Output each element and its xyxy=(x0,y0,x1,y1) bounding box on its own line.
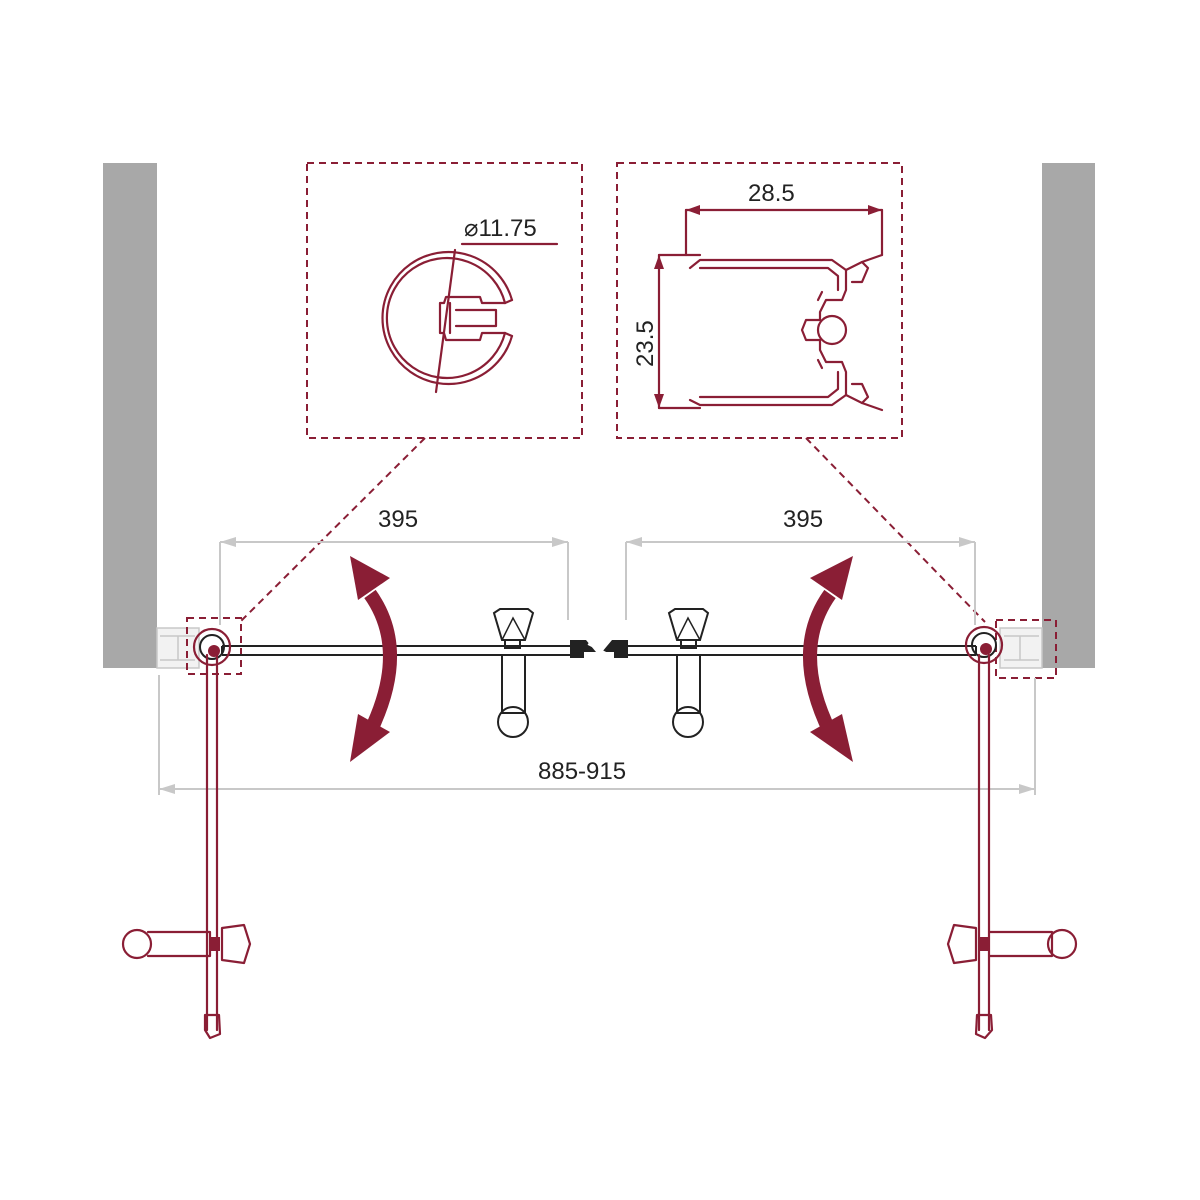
hinge-cross-section xyxy=(381,242,559,394)
hinge-callout-box xyxy=(186,617,242,675)
total-width-dimension xyxy=(158,675,1036,795)
hinge-callout-line xyxy=(239,437,426,623)
profile-callout-line xyxy=(805,437,986,623)
left-open-door xyxy=(121,653,252,1040)
right-open-door xyxy=(946,653,1078,1040)
right-swing-arrow xyxy=(803,556,853,762)
diameter-label: ⌀11.75 xyxy=(464,215,537,242)
right-door-width-label: 395 xyxy=(783,506,823,533)
left-door-dimension xyxy=(219,537,569,625)
profile-height-label: 23.5 xyxy=(632,320,659,367)
left-door-handle xyxy=(492,608,535,738)
diameter-line xyxy=(434,248,457,394)
profile-detail-box xyxy=(616,162,903,439)
magnetic-seal xyxy=(570,640,628,658)
left-hinge xyxy=(192,627,232,667)
left-wall xyxy=(103,163,157,668)
right-wall-profile xyxy=(999,627,1043,669)
left-door-width-label: 395 xyxy=(378,506,418,533)
hinge-detail-box xyxy=(306,162,583,439)
right-door-dimension xyxy=(625,537,976,625)
right-door-handle xyxy=(667,608,710,738)
right-wall xyxy=(1042,163,1095,668)
right-hinge xyxy=(964,625,1004,665)
left-wall-profile xyxy=(156,627,200,669)
left-swing-arrow xyxy=(350,556,397,762)
profile-cross-section xyxy=(654,205,884,412)
profile-width-label: 28.5 xyxy=(748,180,795,207)
total-width-label: 885-915 xyxy=(538,758,626,785)
